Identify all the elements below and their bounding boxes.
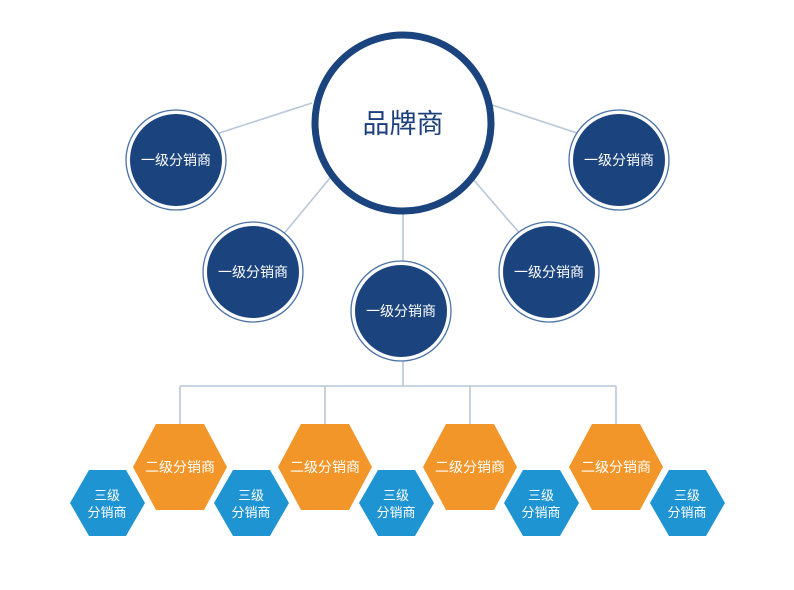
level1-node-left-mid: 一级分销商 [202,221,304,323]
level1-circle [503,226,595,318]
level3-hexagon [650,470,725,536]
level3-label-line2: 分销商 [521,506,560,521]
level2-node-2: 二级分销商 [278,424,372,510]
level3-label-line2: 分销商 [87,506,126,521]
level3-label-line1: 三级 [528,489,554,504]
level3-hexagon [70,470,145,536]
level1-circle [130,114,222,206]
level1-circle [573,114,665,206]
level1-node-right-top: 一级分销商 [568,109,670,211]
connector-root-to-l1-right-mid [471,177,523,237]
level1-label: 一级分销商 [218,265,288,281]
level2-hexagon [569,424,663,510]
level1-label: 一级分销商 [366,304,436,320]
level1-circle [355,265,447,357]
level3-node-1: 三级 分销商 [70,470,145,536]
root-node-brand: 品牌商 [311,31,495,215]
connector-root-to-l1-left-top [209,102,313,137]
connector-root-to-l1-right-top [485,102,587,137]
level1-label: 一级分销商 [584,153,654,169]
level2-label: 二级分销商 [435,460,505,476]
level3-label-line2: 分销商 [231,506,270,521]
level3-node-5: 三级 分销商 [650,470,725,536]
level3-node-3: 三级 分销商 [359,470,434,536]
level3-label-line1: 三级 [238,489,264,504]
level2-hexagon [133,424,227,510]
level1-node-left-top: 一级分销商 [125,109,227,211]
level2-hexagon [423,424,517,510]
level3-label-line1: 三级 [383,489,409,504]
level3-node-2: 三级 分销商 [214,470,289,536]
level2-node-1: 二级分销商 [133,424,227,510]
level3-label-line1: 三级 [674,489,700,504]
level1-node-right-mid: 一级分销商 [498,221,600,323]
level1-node-center: 一级分销商 [350,260,452,362]
level3-label-line1: 三级 [94,489,120,504]
level3-hexagon [214,470,289,536]
connector-root-to-l1-left-mid [281,177,331,237]
level3-node-4: 三级 分销商 [504,470,579,536]
root-circle [311,31,495,215]
level2-node-3: 二级分销商 [423,424,517,510]
level1-circle [207,226,299,318]
connector-lines [179,102,617,424]
level2-hexagon [278,424,372,510]
root-label: 品牌商 [363,109,444,140]
level2-label: 二级分销商 [581,460,651,476]
level1-label: 一级分销商 [141,153,211,169]
level2-node-4: 二级分销商 [569,424,663,510]
level3-hexagon [504,470,579,536]
level1-label: 一级分销商 [514,265,584,281]
level3-hexagon [359,470,434,536]
level2-label: 二级分销商 [145,460,215,476]
level2-label: 二级分销商 [290,460,360,476]
level3-label-line2: 分销商 [376,506,415,521]
level3-label-line2: 分销商 [667,506,706,521]
